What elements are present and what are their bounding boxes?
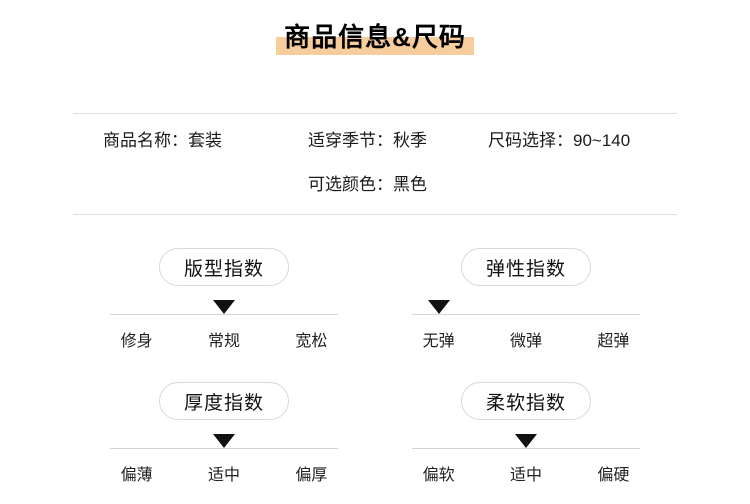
info-cell-value: 套装 [188, 131, 222, 150]
scale-section: 厚度指数 偏薄 适中 偏厚 [73, 382, 375, 485]
scale-track [73, 300, 375, 315]
scale-option-label: 偏薄 [120, 467, 153, 484]
page-title: 商品信息&尺码 [276, 22, 474, 55]
scale-option-label: 无弹 [422, 333, 455, 350]
page-title-text: 商品信息&尺码 [284, 22, 466, 52]
info-cell-label: 适穿季节： [308, 131, 393, 150]
info-cell-product-name: 商品名称：套装 [103, 131, 308, 151]
scale-title: 柔软指数 [485, 392, 566, 414]
info-cell-label: 尺码选择： [488, 131, 573, 150]
scale-title-pill: 柔软指数 [460, 382, 591, 420]
info-cell-value: 黑色 [393, 175, 427, 194]
scale-option-label: 微弹 [509, 333, 542, 350]
scale-option-label: 偏硬 [597, 467, 630, 484]
scale-track-line [412, 314, 640, 315]
scale-pill-row: 厚度指数 [73, 382, 375, 420]
product-info-panel: 商品信息&尺码 商品名称：套装 适穿季节：秋季 尺码选择：90~140 可选颜色… [73, 22, 677, 485]
scale-option-label: 宽松 [295, 333, 328, 350]
scale-title-pill: 弹性指数 [460, 248, 591, 286]
selected-marker-triangle-icon [515, 434, 537, 448]
info-table-row: 商品名称：套装 适穿季节：秋季 尺码选择：90~140 [73, 131, 677, 151]
scale-title-pill: 厚度指数 [158, 382, 289, 420]
scale-option-label: 超弹 [597, 333, 630, 350]
scale-track-line [412, 448, 640, 449]
info-cell-value: 秋季 [393, 131, 427, 150]
info-cell-size-range: 尺码选择：90~140 [488, 131, 677, 151]
scale-option-label: 适中 [207, 467, 240, 484]
scale-option-label: 适中 [509, 467, 542, 484]
info-table-row: 可选颜色：黑色 [73, 175, 677, 195]
scale-pill-row: 柔软指数 [375, 382, 677, 420]
info-cell-season: 适穿季节：秋季 [308, 131, 488, 151]
scale-pill-row: 弹性指数 [375, 248, 677, 286]
scale-option-label: 修身 [120, 333, 153, 350]
info-cell-label: 商品名称： [103, 131, 188, 150]
scales-grid: 版型指数 修身 常规 宽松 弹性指数 无弹 微弹 超弹 厚度指数 [73, 248, 677, 485]
scale-option-label: 常规 [207, 333, 240, 350]
scale-title: 版型指数 [183, 258, 264, 280]
scale-track-line [110, 448, 338, 449]
scale-section: 柔软指数 偏软 适中 偏硬 [375, 382, 677, 485]
scale-section: 版型指数 修身 常规 宽松 [73, 248, 375, 351]
info-cell-value: 90~140 [573, 131, 631, 150]
scale-title-pill: 版型指数 [158, 248, 289, 286]
scale-options: 偏软 适中 偏硬 [395, 466, 657, 485]
scale-options: 偏薄 适中 偏厚 [93, 466, 355, 485]
product-info-table: 商品名称：套装 适穿季节：秋季 尺码选择：90~140 可选颜色：黑色 [73, 113, 677, 215]
scale-option-label: 偏软 [422, 467, 455, 484]
title-row: 商品信息&尺码 [73, 22, 677, 56]
info-cell-label: 可选颜色： [308, 175, 393, 194]
scale-track [73, 434, 375, 449]
selected-marker-triangle-icon [213, 300, 235, 314]
scale-options: 无弹 微弹 超弹 [395, 332, 657, 351]
selected-marker-triangle-icon [427, 300, 450, 314]
scale-track [375, 300, 677, 315]
scale-track-line [110, 314, 338, 315]
scale-options: 修身 常规 宽松 [93, 332, 355, 351]
scale-option-label: 偏厚 [295, 467, 328, 484]
scale-title: 弹性指数 [485, 258, 566, 280]
selected-marker-triangle-icon [213, 434, 235, 448]
scale-title: 厚度指数 [183, 392, 264, 414]
scale-track [375, 434, 677, 449]
scale-section: 弹性指数 无弹 微弹 超弹 [375, 248, 677, 351]
info-cell-color: 可选颜色：黑色 [308, 175, 677, 195]
scale-pill-row: 版型指数 [73, 248, 375, 286]
